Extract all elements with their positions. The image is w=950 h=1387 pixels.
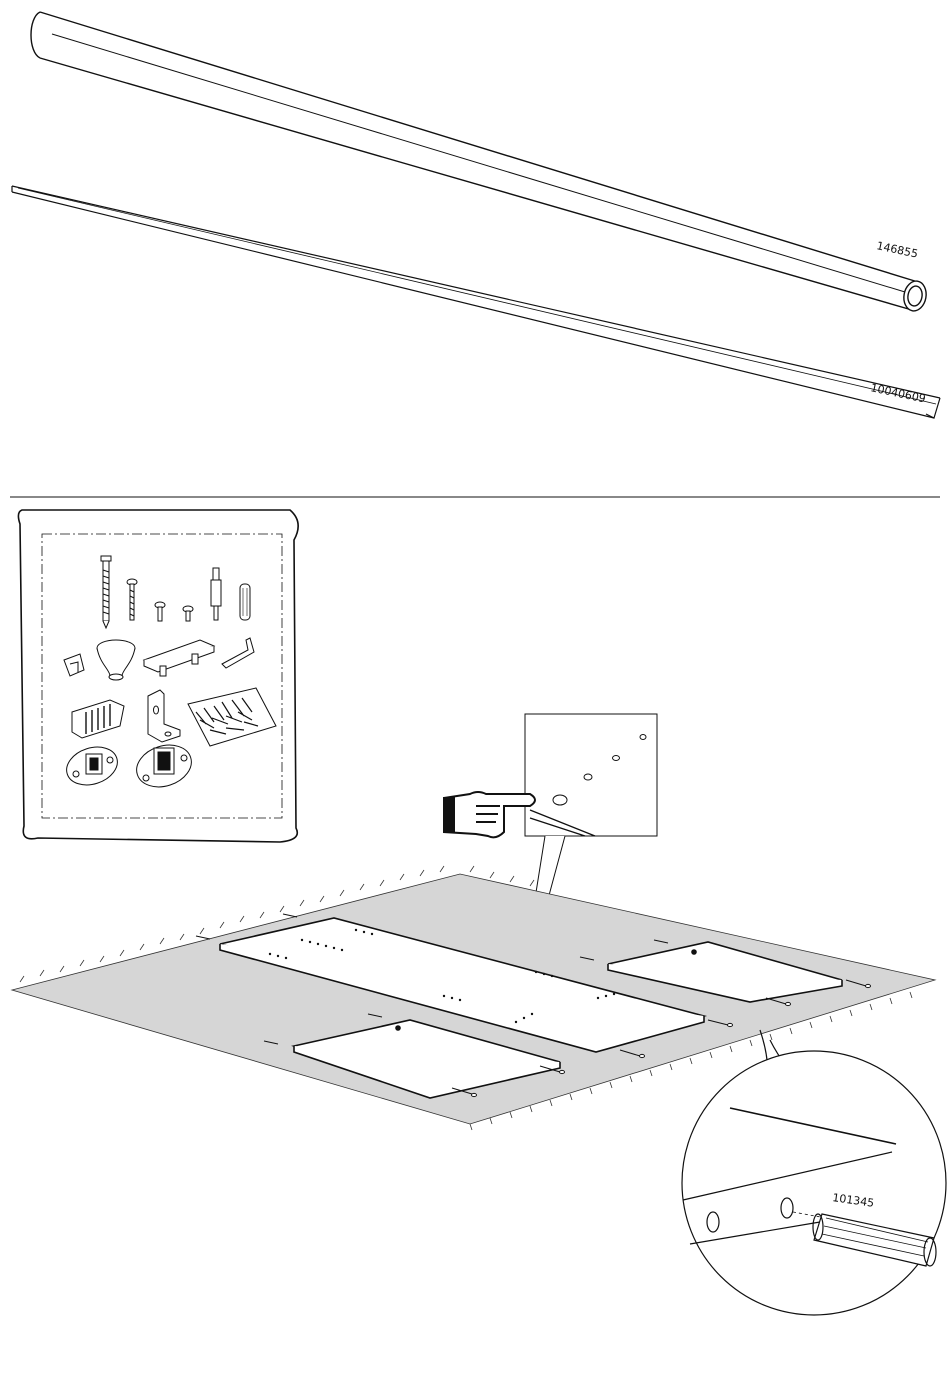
rail-tube	[31, 12, 928, 313]
rail-tube-id-label: 146855	[875, 239, 919, 260]
wooden-dowel-icon	[240, 584, 250, 620]
rail-strip-id-label: 10040609	[869, 381, 926, 405]
rail-strip	[12, 186, 940, 418]
pointing-hand-icon	[444, 792, 535, 837]
dowel-detail-callout	[682, 1030, 946, 1315]
hardware-bag	[18, 510, 298, 842]
long-screw-icon	[101, 556, 111, 628]
